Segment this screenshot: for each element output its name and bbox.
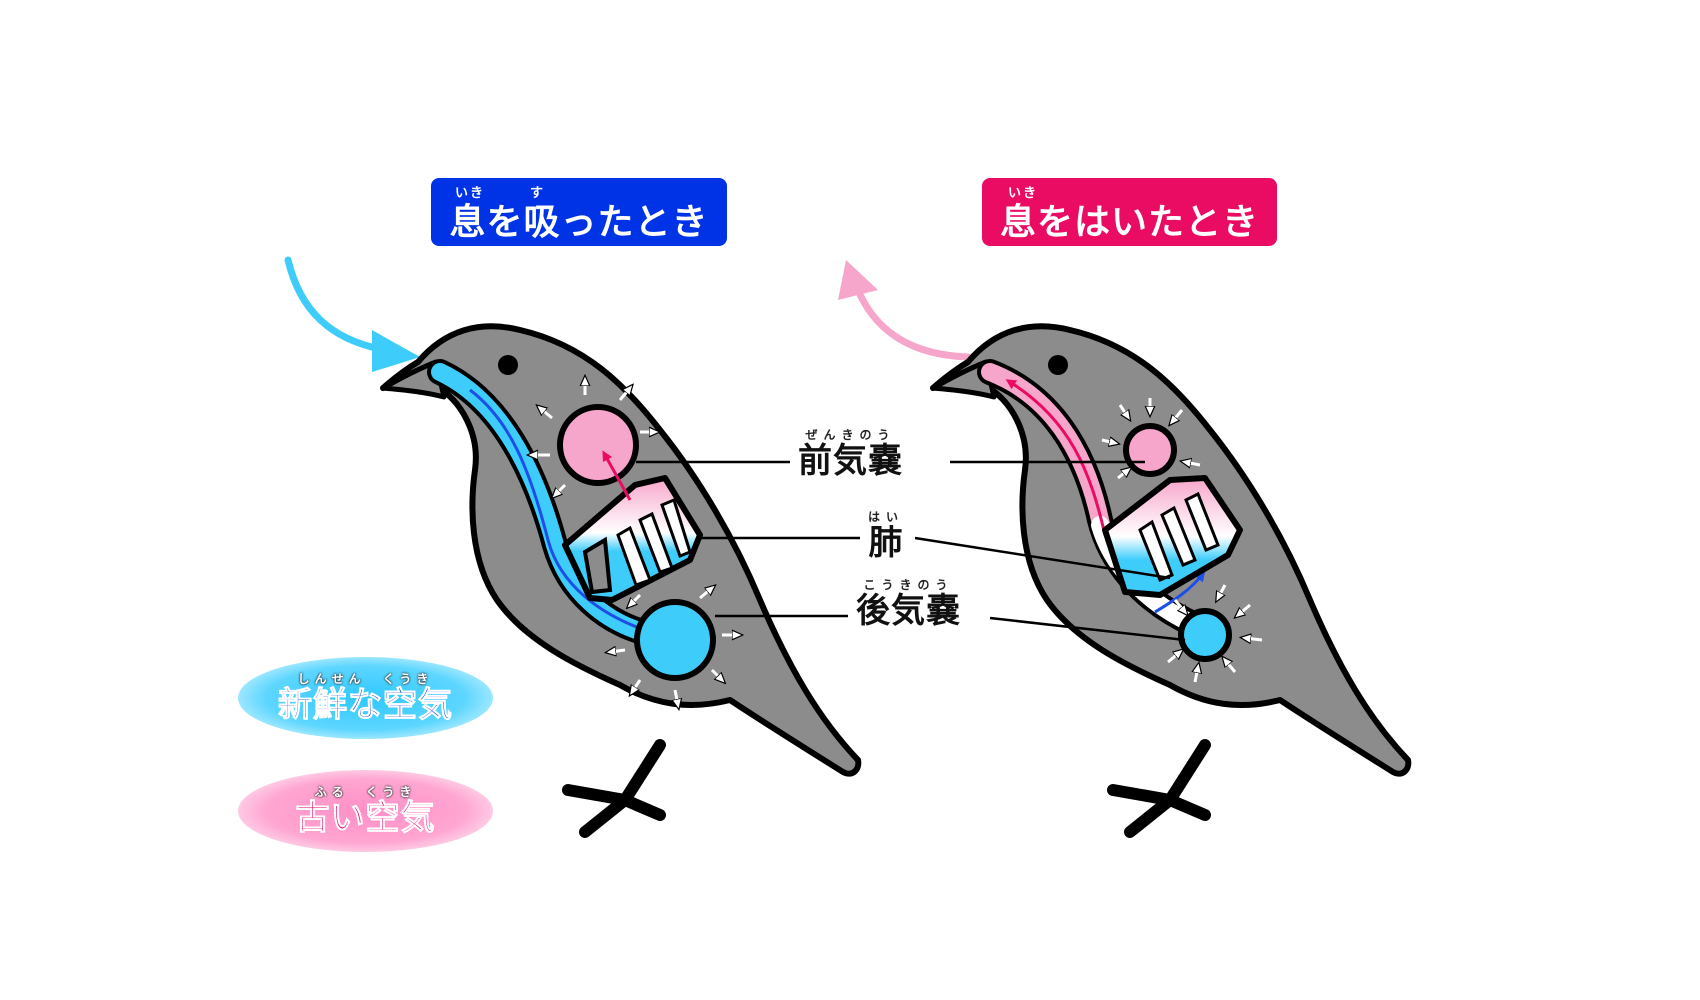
bird-eye (498, 355, 518, 375)
title-inhale: いき す 息を吸ったとき (431, 178, 727, 246)
posterior-air-sac-inhale (634, 599, 716, 681)
title-exhale-text: 息をはいたとき (999, 202, 1259, 243)
title-exhale-ruby: いき (1008, 186, 1039, 201)
small-arrow-icon (1101, 398, 1263, 683)
small-arrow-icon (532, 380, 738, 705)
title-inhale-text: 息を吸ったとき (449, 202, 709, 243)
leader-lines (636, 460, 1186, 642)
legend-fresh-ruby: しんせん くうき (297, 672, 434, 686)
title-exhale: いき 息をはいたとき (982, 178, 1277, 246)
anterior-air-sac-inhale (557, 404, 639, 486)
legend-old-text: 古い空気 (295, 798, 436, 838)
bird-exhale (930, 323, 1412, 838)
legend-old-ruby: ふる くうき (314, 785, 417, 799)
legend-fresh-text: 新鮮な空気 (278, 685, 453, 725)
label-anterior-ruby: ぜんきのう (805, 428, 896, 442)
label-posterior-air-sac: こうきのう 後気嚢 (848, 578, 969, 630)
bird-leg-icon (1107, 739, 1211, 838)
inhale-arrow-icon (284, 256, 420, 372)
legend-old-air: ふる くうき 古い空気 (238, 770, 493, 852)
bird-inhale (380, 323, 862, 838)
bird-leg-icon (562, 739, 666, 838)
anterior-air-sac-exhale (1123, 423, 1177, 477)
title-inhale-ruby: いき す (455, 186, 546, 201)
bird-eye (1048, 355, 1068, 375)
legend-fresh-air: しんせん くうき 新鮮な空気 (238, 657, 493, 739)
posterior-air-sac-exhale (1178, 608, 1232, 662)
lung-exhale (1102, 475, 1243, 598)
label-anterior-text: 前気嚢 (798, 441, 903, 481)
lung-inhale (562, 475, 703, 603)
label-posterior-text: 後気嚢 (856, 591, 961, 631)
label-anterior-air-sac: ぜんきのう 前気嚢 (790, 428, 911, 480)
label-lung: はい 肺 (860, 510, 913, 563)
label-posterior-ruby: こうきのう (863, 578, 954, 592)
label-lung-ruby: はい (868, 510, 905, 524)
exhale-arrow-icon (838, 260, 972, 361)
label-lung-text: 肺 (868, 523, 904, 563)
